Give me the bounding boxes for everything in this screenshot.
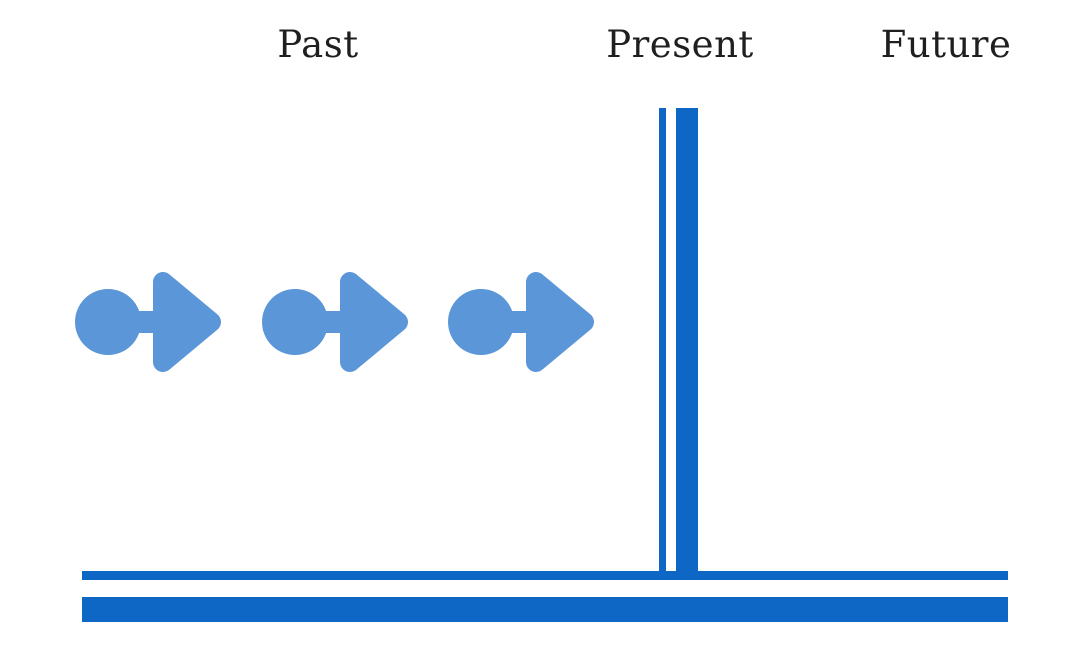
past-arrows-row: [0, 266, 1083, 378]
circle-arrow-right-icon: [75, 272, 221, 372]
timeline-baseline-thin-line: [82, 571, 1008, 580]
circle-arrow-right-icon: [448, 272, 594, 372]
label-future: Future: [880, 23, 1012, 66]
label-present: Present: [606, 23, 754, 66]
timeline-baseline-thick-line: [82, 597, 1008, 622]
present-divider-thick-line: [676, 108, 698, 572]
present-divider-thin-line: [659, 108, 666, 572]
label-past: Past: [277, 23, 359, 66]
circle-arrow-right-icon: [262, 272, 408, 372]
